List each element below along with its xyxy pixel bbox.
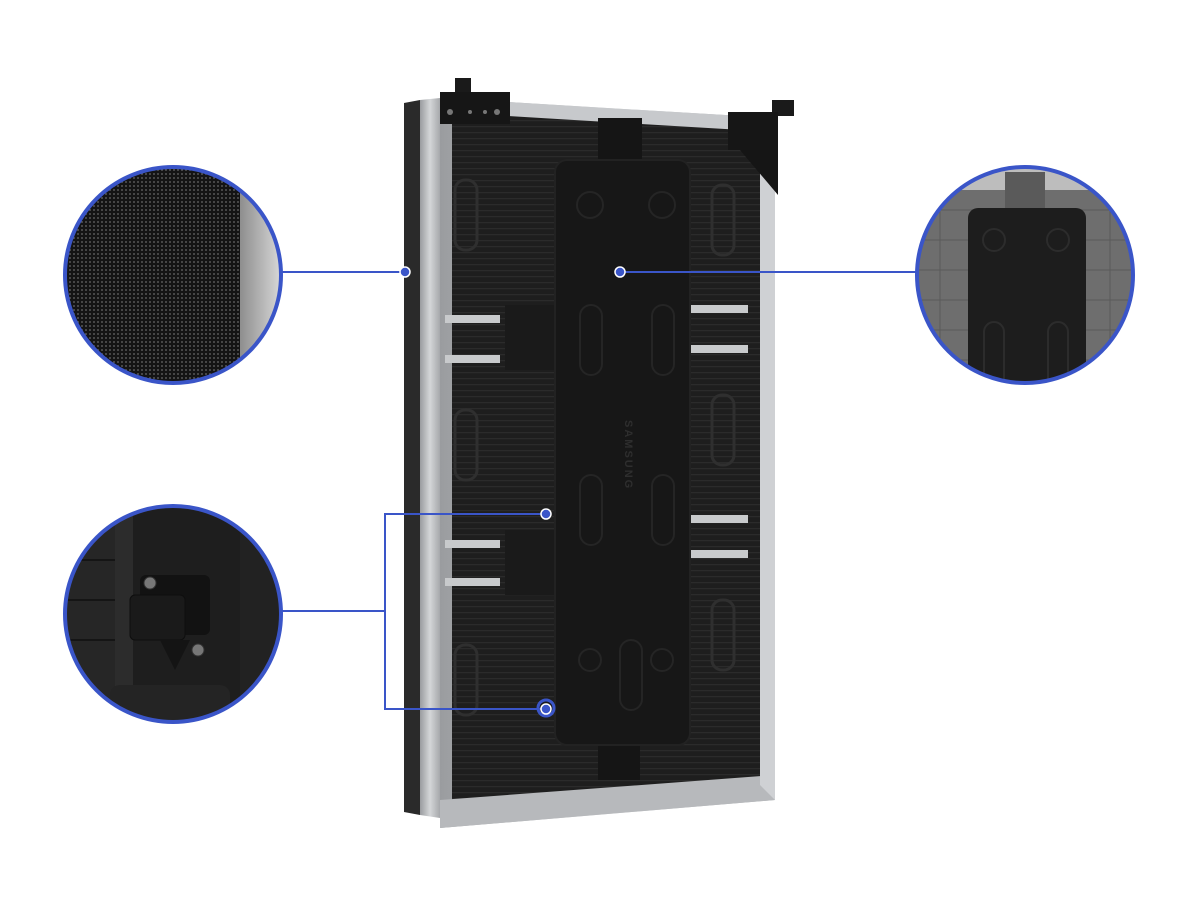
leader-lines xyxy=(281,271,917,710)
module-rails-right xyxy=(690,305,748,558)
callout-power-box xyxy=(915,165,1135,385)
top-bracket-left xyxy=(440,78,510,124)
mount-plate-lower xyxy=(505,530,555,595)
callout-led-surface xyxy=(63,165,283,385)
callout-markers xyxy=(399,266,626,715)
handles-left xyxy=(453,178,479,717)
marker-connector-lower xyxy=(540,703,552,715)
callout-connector xyxy=(63,504,283,724)
module-rails-left xyxy=(445,315,500,586)
top-bracket-right xyxy=(728,100,794,195)
mount-plate-upper xyxy=(505,305,555,370)
handles-right xyxy=(710,183,736,672)
power-box-brand-text: SAMSUNG xyxy=(622,420,634,491)
marker-power-box xyxy=(614,266,626,278)
marker-connector-upper xyxy=(540,508,552,520)
power-box xyxy=(554,159,691,746)
led-cabinet xyxy=(404,78,794,828)
top-bracket-center xyxy=(598,118,642,162)
marker-led-surface xyxy=(399,266,411,278)
